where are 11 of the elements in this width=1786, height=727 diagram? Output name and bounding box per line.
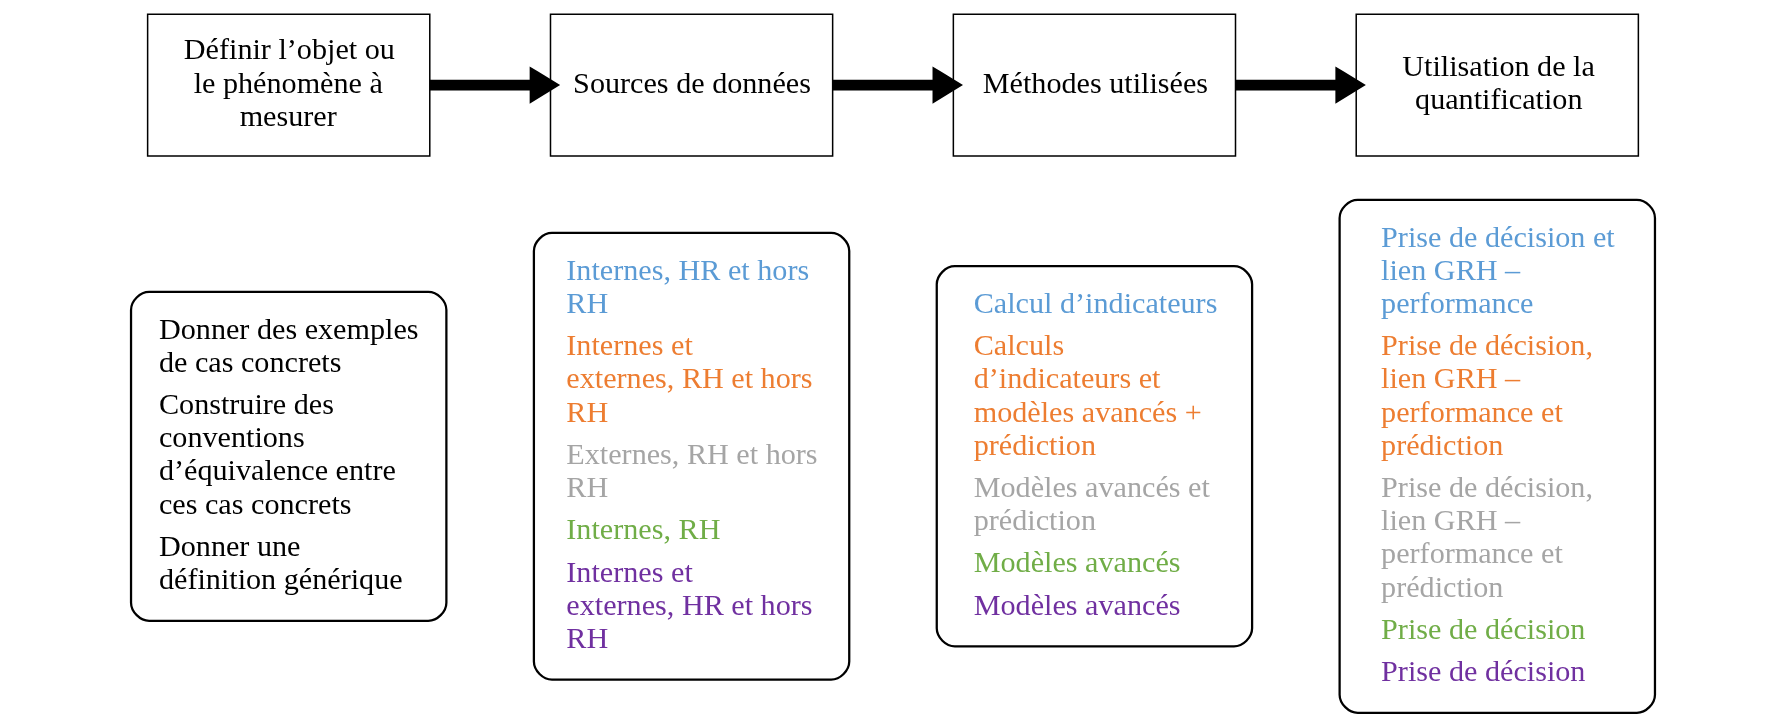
node-box: Internes, HR et hors RH Internes et externes, RH et hors RH Externes, RH et hors RH Internes, RH Internes et externes, HR et hors RH	[532, 231, 851, 681]
node-box: Donner des exemples de cas concrets Construire des conventions d’équivalence entre ces cas concrets Donner une définition générique	[129, 290, 448, 622]
node-box: Méthodes utilisées	[952, 13, 1237, 157]
node-box: Utilisation de la quantification	[1355, 13, 1640, 157]
node-box: Calcul d’indicateurs Calculs d’indicateurs et modèles avancés + prédiction Modèles avancés et prédiction Modèles avancés Modèles avancés	[935, 265, 1254, 648]
arrow	[1235, 66, 1366, 104]
arrow	[429, 66, 561, 104]
arrow	[832, 66, 963, 104]
node-box: Définir l’objet ou le phénomène à mesurer	[146, 13, 431, 157]
node-box: Sources de données	[549, 13, 834, 157]
node-box: Prise de décision et lien GRH – performance Prise de décision, lien GRH – performance et prédiction Prise de décision, lien GRH – performance et prédiction Prise de décision Prise de décision	[1338, 198, 1657, 714]
